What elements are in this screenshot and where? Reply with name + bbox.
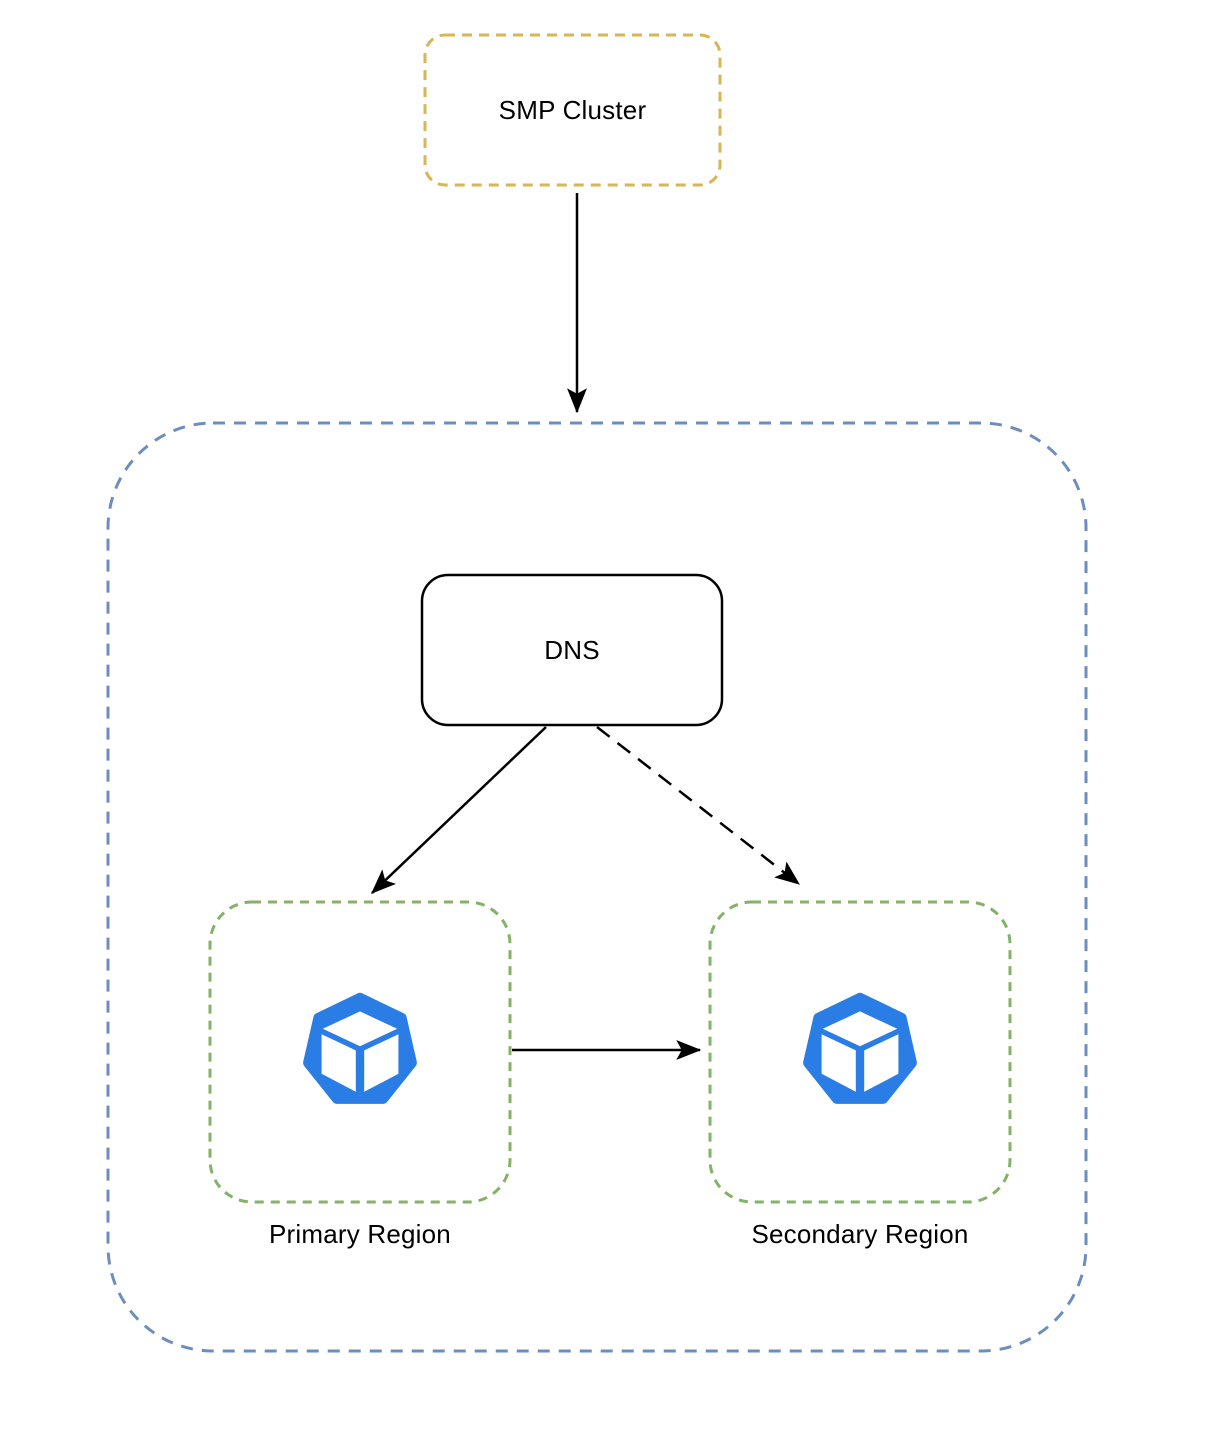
edge-dns-to-primary [371, 726, 547, 894]
heptagon-cube-icon [809, 998, 912, 1098]
dns-label: DNS [544, 634, 600, 665]
secondary-region-label: Secondary Region [751, 1218, 969, 1249]
smp-cluster-box [423, 33, 722, 187]
dns-box [420, 573, 724, 727]
heptagon-cube-icon [309, 998, 412, 1098]
smp-cluster-label: SMP Cluster [498, 94, 647, 125]
edge-dns-to-secondary [596, 726, 800, 885]
region-container-box [106, 421, 1088, 1353]
primary-region-label: Primary Region [269, 1218, 451, 1249]
